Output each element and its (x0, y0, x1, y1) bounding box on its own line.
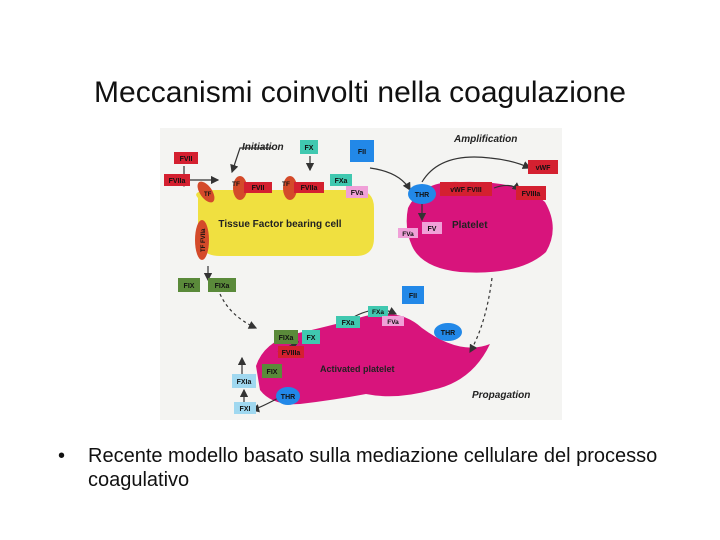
factor-fv-platelet-box (422, 222, 442, 234)
factor-fxa-mid-box (368, 306, 388, 317)
factor-fx-act-box (302, 330, 320, 344)
factor-thr-platelet: THR (415, 192, 429, 199)
phase-propagation: Propagation (472, 390, 530, 401)
factor-fxa-mid2-box (336, 316, 360, 328)
factor-fva-platelet: FVa (402, 231, 414, 238)
arrow-fixa-to-activated (219, 293, 258, 329)
factor-fvii-box (174, 152, 198, 164)
tf-cell-fvii-box (244, 182, 272, 193)
coagulation-diagram: Initiation Amplification Propagation Tis… (160, 128, 562, 420)
tf-fviia-vertical-oval (195, 220, 209, 260)
platelet-label: Platelet (452, 220, 488, 231)
factor-fviia-left: FVIIa (169, 178, 186, 185)
factor-fxia: FXIa (237, 379, 252, 386)
factor-fviiia-right-box (516, 186, 546, 200)
arrow-platelet-activated (469, 277, 493, 354)
factor-fxa-mid2: FXa (342, 320, 355, 327)
factor-fxa-top: FXa (335, 178, 348, 185)
factor-fixa-box (208, 278, 236, 292)
factor-fii-top: FII (358, 149, 366, 156)
factor-fxa-mid: FXa (372, 309, 384, 316)
factor-fxa-top-box (330, 174, 352, 186)
factor-fva-mid-box (382, 316, 404, 326)
factor-thr-mid-circle (434, 323, 462, 341)
activated-platelet-label: Activated platelet (320, 364, 395, 374)
factor-fixa: FIXa (215, 283, 230, 290)
factor-fvii: FVII (180, 156, 193, 163)
bullet-text: Recente modello basato sulla mediazione … (88, 445, 658, 491)
factor-vwf-right-box (528, 160, 558, 174)
factor-fii-top-box (350, 140, 374, 162)
factor-fviiia-act: FVIIIa (282, 350, 301, 357)
factor-thr-platelet-circle (408, 184, 436, 204)
factor-fx-act: FX (307, 335, 316, 342)
factor-vwf-fviii-box (440, 182, 492, 196)
factor-vwf-fviii: vWF FVIII (450, 187, 482, 194)
factor-fix-box (178, 278, 200, 292)
tissue-cell-label-text: Tissue Factor bearing cell (218, 219, 341, 230)
phase-amplification: Amplification (453, 134, 517, 145)
arrow-initiation (230, 147, 272, 174)
bullet-symbol: • (58, 445, 66, 467)
factor-fviiia-right: FVIIIa (522, 191, 541, 198)
tf-label-2: TF (232, 181, 240, 188)
tf-oval-1 (197, 181, 215, 203)
factor-fva-mid: FVa (387, 319, 399, 326)
slide-title: Meccanismi coinvolti nella coagulazione (94, 76, 626, 109)
factor-thr-bottom: THR (281, 394, 295, 401)
factor-fx-top: FX (305, 145, 314, 152)
factor-fxi: FXI (240, 406, 251, 413)
factor-fix: FIX (184, 283, 195, 290)
factor-fxia-box (232, 374, 256, 388)
factor-fva-platelet-box (398, 228, 418, 238)
factor-fviia-box (164, 174, 190, 186)
tf-fviia-vertical: TF FVIIa (201, 228, 207, 252)
platelet-cell (406, 181, 553, 273)
factor-tf-cell-fvii: FVII (252, 185, 265, 192)
tf-label-3: TF (282, 181, 290, 188)
tf-cell-fviia-box (294, 182, 324, 193)
factor-fix-act: FIX (267, 369, 278, 376)
factor-fii-mid: FII (409, 293, 417, 300)
arrow-amplification-top (421, 156, 532, 183)
tf-label-1: TF (204, 192, 212, 198)
factor-fixa-act: FIXa (279, 335, 294, 342)
factor-fv-platelet: FV (428, 226, 437, 233)
factor-fxi-box (234, 402, 256, 414)
factor-tf-cell-fviia: FVIIa (301, 185, 318, 192)
factor-thr-mid: THR (441, 330, 455, 337)
factor-fviiia-act-box (278, 346, 304, 358)
tf-oval-3 (283, 176, 297, 200)
factor-fixa-act-box (274, 330, 298, 344)
arrow-fii-thr (369, 167, 411, 192)
tissue-factor-cell (196, 190, 374, 256)
tf-oval-2 (233, 176, 247, 200)
factor-fx-top-box (300, 140, 318, 154)
factor-fva-top-box (346, 186, 368, 198)
factor-thr-bottom-circle (276, 387, 300, 405)
factor-fix-act-box (262, 364, 282, 378)
factor-vwf-right: vWF (536, 165, 552, 172)
factor-fva-top: FVa (351, 190, 364, 197)
tissue-cell-label: Tissue Factor bearing cell (218, 219, 341, 230)
factor-fii-mid-box (402, 286, 424, 304)
